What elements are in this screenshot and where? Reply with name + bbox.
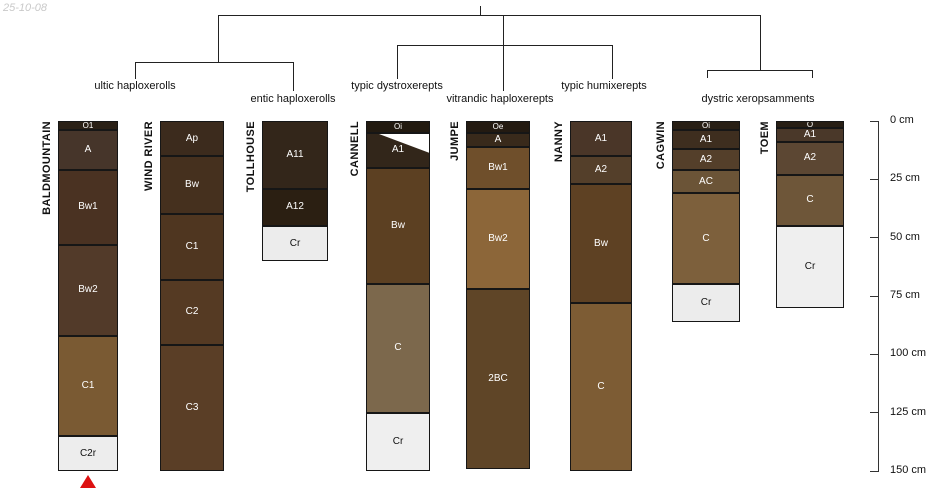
profile-name-jumpe: JUMPE [449, 121, 461, 161]
horizon-baldmountain-c2r: C2r [58, 436, 118, 471]
depth-tick [870, 295, 879, 297]
horizon-toem-a2: A2 [776, 142, 844, 175]
red-triangle-marker [80, 475, 96, 488]
horizon-baldmountain-a: A [58, 130, 118, 170]
depth-tick-label: 25 cm [890, 172, 920, 185]
dendrogram-line [218, 15, 761, 16]
horizon-wind-river-c1: C1 [160, 214, 224, 280]
dendrogram-line [397, 45, 613, 46]
horizon-nanny-a2: A2 [570, 156, 632, 184]
dendrogram-line [707, 70, 813, 71]
dendrogram-line [503, 15, 504, 45]
horizon-toem-a1: A1 [776, 128, 844, 142]
horizon-jumpe-2bc: 2BC [466, 289, 530, 469]
dendrogram-line [503, 45, 504, 91]
horizon-toem-o: O [776, 121, 844, 128]
horizon-baldmountain-o1: O1 [58, 121, 118, 131]
dendrogram-line [135, 62, 136, 79]
horizon-baldmountain-bw1: Bw1 [58, 170, 118, 245]
group-label-typic-dystroxerepts: typic dystroxerepts [351, 80, 443, 92]
profile-name-cagwin: CAGWIN [655, 121, 667, 170]
depth-tick [870, 412, 879, 414]
horizon-toem-c: C [776, 174, 844, 226]
horizon-cagwin-c: C [672, 193, 740, 285]
horizon-cagwin-oi: Oi [672, 121, 740, 131]
dendrogram-line [612, 45, 613, 79]
horizon-wind-river-c2: C2 [160, 279, 224, 345]
horizon-cannell-oi: Oi [366, 121, 430, 133]
horizon-wind-river-c3: C3 [160, 345, 224, 471]
horizon-cagwin-a1: A1 [672, 130, 740, 149]
horizon-cannell-bw: Bw [366, 167, 430, 285]
horizon-tollhouse-cr: Cr [262, 226, 328, 261]
horizon-baldmountain-c1: C1 [58, 335, 118, 436]
profile-name-toem: TOEM [759, 121, 771, 155]
horizon-cagwin-cr: Cr [672, 284, 740, 322]
horizon-cagwin-a2: A2 [672, 149, 740, 170]
dendrogram-line [707, 70, 708, 78]
dendrogram-line [812, 70, 813, 78]
date-stamp: 25-10-08 [3, 2, 48, 14]
horizon-wind-river-ap: Ap [160, 121, 224, 156]
horizon-nanny-bw: Bw [570, 184, 632, 303]
group-label-typic-humixerepts: typic humixerepts [561, 80, 647, 92]
horizon-jumpe-oe: Oe [466, 121, 530, 133]
horizon-jumpe-bw1: Bw1 [466, 146, 530, 189]
depth-tick [870, 120, 879, 122]
horizon-nanny-c: C [570, 303, 632, 471]
dendrogram-line [218, 15, 219, 62]
horizon-cannell-c: C [366, 284, 430, 413]
horizon-nanny-a1: A1 [570, 121, 632, 156]
depth-tick [870, 178, 879, 180]
dendrogram-line [135, 62, 294, 63]
depth-tick-label: 0 cm [890, 114, 914, 126]
group-label-entic-haploxerolls: entic haploxerolls [250, 93, 336, 105]
horizon-cannell-cr: Cr [366, 412, 430, 471]
group-label-ultic-haploxerolls: ultic haploxerolls [94, 80, 176, 92]
horizon-tollhouse-a12: A12 [262, 188, 328, 226]
horizon-toem-cr: Cr [776, 226, 844, 308]
depth-tick-label: 100 cm [890, 347, 927, 360]
profile-name-wind-river: WIND RIVER [143, 121, 155, 191]
horizon-wind-river-bw: Bw [160, 156, 224, 215]
depth-tick [870, 470, 879, 472]
horizon-cannell-a1: A1 [366, 132, 430, 168]
depth-tick [870, 353, 879, 355]
horizon-jumpe-a: A [466, 132, 530, 147]
depth-tick-label: 125 cm [890, 405, 927, 418]
horizon-cagwin-ac: AC [672, 170, 740, 194]
dendrogram-line [293, 62, 294, 91]
horizon-jumpe-bw2: Bw2 [466, 188, 530, 289]
dendrogram-line [397, 45, 398, 79]
depth-tick-label: 150 cm [890, 464, 927, 476]
depth-tick [870, 237, 879, 239]
profile-name-cannell: CANNELL [349, 121, 361, 177]
dendrogram-line [480, 6, 481, 15]
profile-name-nanny: NANNY [553, 121, 565, 163]
profile-name-baldmountain: BALDMOUNTAIN [41, 121, 53, 215]
group-label-vitrandic-haploxerepts: vitrandic haploxerepts [446, 93, 554, 105]
depth-tick-label: 50 cm [890, 230, 920, 243]
profile-name-tollhouse: TOLLHOUSE [245, 121, 257, 193]
horizon-baldmountain-bw2: Bw2 [58, 244, 118, 336]
dendrogram-line [760, 15, 761, 70]
group-label-dystric-xeropsamments: dystric xeropsamments [701, 93, 815, 105]
horizon-tollhouse-a11: A11 [262, 121, 328, 189]
depth-tick-label: 75 cm [890, 289, 920, 301]
